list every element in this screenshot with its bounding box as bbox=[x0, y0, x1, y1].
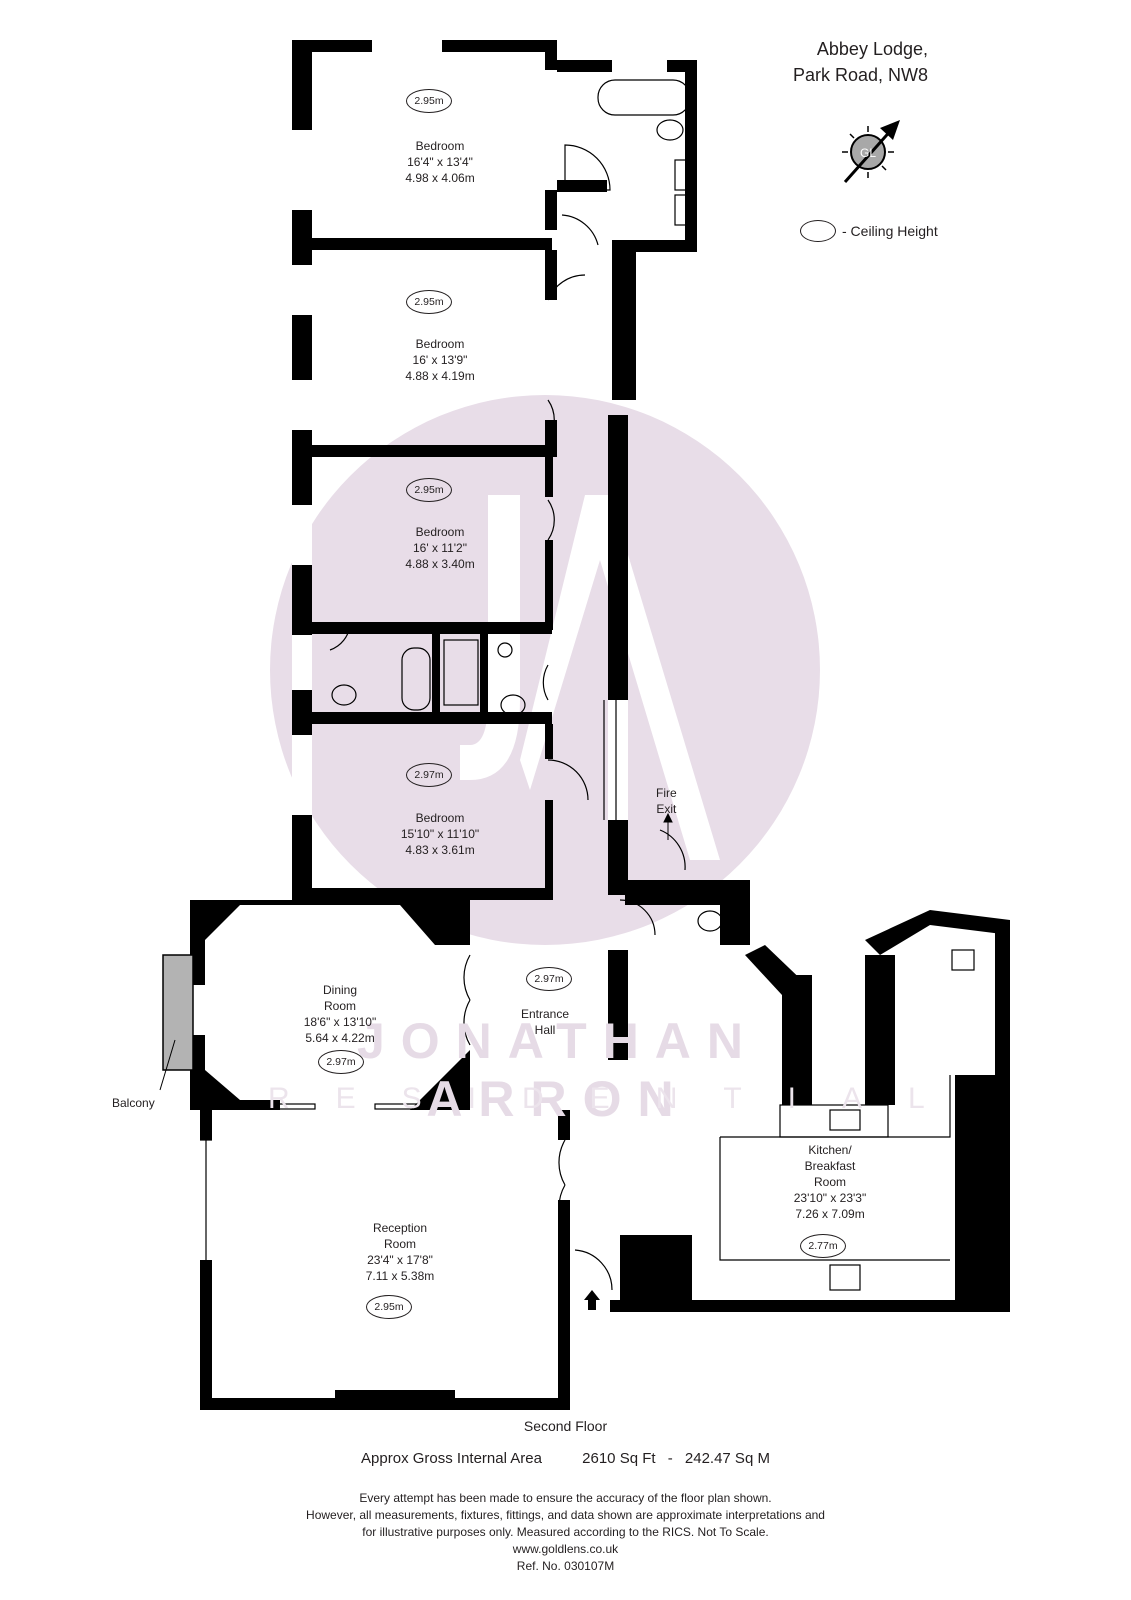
room-label-bedroom-2: Bedroom 16' x 13'9" 4.88 x 4.19m bbox=[405, 337, 475, 383]
ceiling-height-bedroom-1: 2.95m bbox=[406, 89, 452, 113]
balcony-label: Balcony bbox=[112, 1096, 155, 1110]
ceiling-height-legend: - Ceiling Height bbox=[800, 220, 938, 242]
room-label-bedroom-4: Bedroom 15'10" x 11'10" 4.83 x 3.61m bbox=[400, 811, 480, 857]
floor-name: Second Floor bbox=[523, 1418, 608, 1434]
fire-exit-arrow-icon bbox=[663, 812, 673, 840]
ceiling-height-reception-room: 2.95m bbox=[366, 1295, 412, 1319]
website-link[interactable]: www.goldlens.co.uk bbox=[512, 1542, 619, 1556]
room-label-dining-room: Dining Room 18'6" x 13'10" 5.64 x 4.22m bbox=[303, 983, 377, 1045]
ceiling-height-entrance-hall: 2.97m bbox=[526, 967, 572, 991]
property-name-line1: Abbey Lodge, bbox=[816, 39, 928, 59]
area-sqft: 2610 Sq Ft bbox=[582, 1450, 656, 1467]
ceiling-height-kitchen: 2.77m bbox=[800, 1234, 846, 1258]
room-label-reception-room: Reception Room 23'4" x 17'8" 7.11 x 5.38… bbox=[365, 1221, 435, 1283]
fire-exit-label: Fire Exit bbox=[656, 786, 677, 816]
area-separator: - bbox=[667, 1450, 673, 1467]
svg-text:GL: GL bbox=[860, 146, 876, 160]
disclaimer-line-1: Every attempt has been made to ensure th… bbox=[359, 1491, 772, 1505]
disclaimer: Every attempt has been made to ensure th… bbox=[0, 1490, 1131, 1575]
compass-north-arrow-icon: GL bbox=[842, 120, 900, 183]
disclaimer-line-2: However, all measurements, fixtures, fit… bbox=[306, 1508, 825, 1522]
legend-label: - Ceiling Height bbox=[842, 223, 938, 239]
room-label-bedroom-3: Bedroom 16' x 11'2" 4.88 x 3.40m bbox=[405, 525, 475, 571]
balcony-area bbox=[162, 954, 194, 1071]
ceiling-height-bedroom-4: 2.97m bbox=[406, 763, 452, 787]
walls bbox=[190, 40, 1010, 1410]
entrance-arrow-icon bbox=[584, 1290, 600, 1310]
ceiling-height-oval-icon bbox=[800, 220, 836, 242]
area-label: Approx Gross Internal Area bbox=[361, 1450, 542, 1467]
ceiling-height-dining-room: 2.97m bbox=[318, 1050, 364, 1074]
ceiling-height-bedroom-2: 2.95m bbox=[406, 290, 452, 314]
gross-internal-area: Approx Gross Internal Area 2610 Sq Ft - … bbox=[0, 1450, 1131, 1467]
disclaimer-line-3: for illustrative purposes only. Measured… bbox=[362, 1525, 769, 1539]
property-name-line2: Park Road, NW8 bbox=[792, 65, 928, 85]
reference-number: Ref. No. 030107M bbox=[516, 1559, 615, 1573]
ceiling-height-bedroom-3: 2.95m bbox=[406, 478, 452, 502]
area-sqm: 242.47 Sq M bbox=[684, 1450, 770, 1467]
watermark-monogram bbox=[460, 495, 720, 860]
fixtures bbox=[200, 79, 975, 1291]
balcony-pointer bbox=[159, 1039, 176, 1091]
room-label-kitchen: Kitchen/ Breakfast Room 23'10" x 23'3" 7… bbox=[793, 1143, 867, 1221]
room-label-bedroom-1: Bedroom 16'4" x 13'4" 4.98 x 4.06m bbox=[405, 139, 475, 185]
watermark-text-line1: JONATHAN ARRON bbox=[356, 1013, 760, 1127]
property-title: Abbey Lodge, Park Road, NW8 bbox=[780, 36, 928, 88]
watermark-text-line2: RESIDENTIAL bbox=[268, 1082, 971, 1115]
room-label-entrance-hall: Entrance Hall bbox=[520, 1007, 570, 1037]
